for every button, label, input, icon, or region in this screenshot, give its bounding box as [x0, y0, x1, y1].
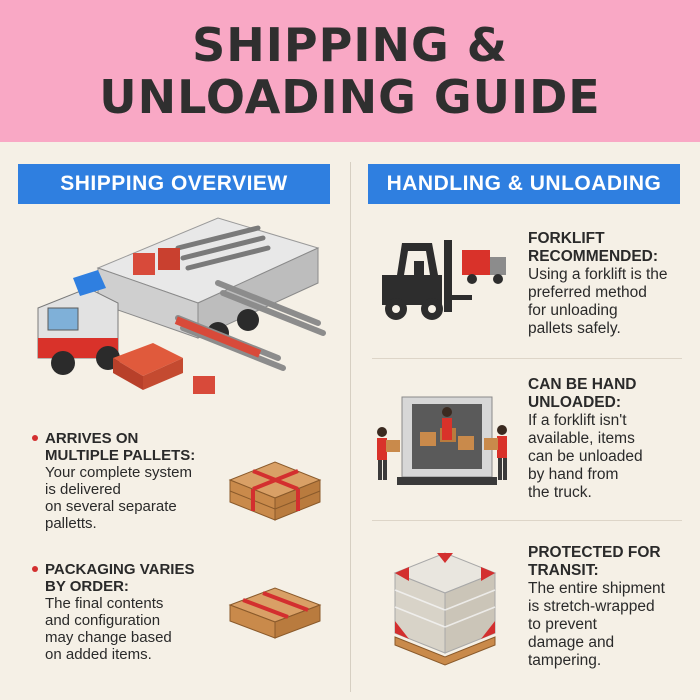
bullet-heading: MULTIPLE PALLETS: — [45, 447, 196, 464]
wrapped-pallet-icon — [385, 545, 505, 670]
info-heading: PROTECTED FOR — [528, 544, 661, 561]
info-protected-transit: PROTECTED FOR TRANSIT: The entire shipme… — [528, 544, 698, 670]
page-header: SHIPPING & UNLOADING GUIDE — [0, 0, 700, 142]
forklift-icon — [372, 235, 517, 325]
info-heading: TRANSIT: — [528, 562, 599, 579]
info-heading: FORKLIFT — [528, 230, 605, 247]
info-body: for unloading — [528, 302, 618, 319]
info-body: to prevent — [528, 616, 597, 633]
info-heading: UNLOADED: — [528, 394, 621, 411]
hand-unload-icon — [372, 392, 522, 492]
info-hand-unloaded: CAN BE HAND UNLOADED: If a forklift isn'… — [528, 376, 698, 502]
bullet-body: may change based — [45, 629, 172, 646]
info-body: damage and — [528, 634, 615, 651]
bullet-multiple-pallets: ARRIVES ON MULTIPLE PALLETS: Your comple… — [32, 430, 230, 532]
bullet-body: palletts. — [45, 515, 97, 532]
section-separator — [372, 520, 682, 521]
info-heading: CAN BE HAND — [528, 376, 637, 393]
info-body: tampering. — [528, 652, 602, 669]
bullet-body: The final contents — [45, 595, 164, 612]
pallet-icon — [225, 450, 325, 530]
section-separator — [372, 358, 682, 359]
bullet-body: is delivered — [45, 481, 121, 498]
truck-icon — [18, 208, 338, 408]
info-body: preferred method — [528, 284, 647, 301]
bullet-dot — [32, 435, 38, 441]
info-body: pallets safely. — [528, 320, 621, 337]
bullet-body: Your complete system — [45, 464, 193, 481]
bullet-packaging-varies: PACKAGING VARIES BY ORDER: The final con… — [32, 561, 230, 663]
info-body: the truck. — [528, 484, 592, 501]
bullet-heading: PACKAGING VARIES — [45, 561, 195, 578]
info-body: available, items — [528, 430, 635, 447]
info-body: If a forklift isn't — [528, 412, 627, 429]
info-body: can be unloaded — [528, 448, 643, 465]
info-body: The entire shipment — [528, 580, 665, 597]
info-body: Using a forklift is the — [528, 266, 668, 283]
column-divider — [350, 162, 351, 692]
handling-unloading-banner: HANDLING & UNLOADING — [368, 164, 680, 204]
info-body: by hand from — [528, 466, 619, 483]
bullet-body: on added items. — [45, 646, 152, 663]
page-title-line-1: SHIPPING & — [192, 18, 508, 72]
info-forklift-recommended: FORKLIFT RECOMMENDED: Using a forklift i… — [528, 230, 698, 338]
shipping-overview-banner: SHIPPING OVERVIEW — [18, 164, 330, 204]
bullet-heading: ARRIVES ON — [45, 430, 139, 447]
bullet-body: on several separate — [45, 498, 177, 515]
pallet-icon — [225, 580, 325, 650]
bullet-heading: BY ORDER: — [45, 578, 129, 595]
bullet-dot — [32, 566, 38, 572]
info-heading: RECOMMENDED: — [528, 248, 659, 265]
page-title-line-2: UNLOADING GUIDE — [99, 70, 601, 124]
info-body: is stretch-wrapped — [528, 598, 655, 615]
bullet-body: and configuration — [45, 612, 161, 629]
